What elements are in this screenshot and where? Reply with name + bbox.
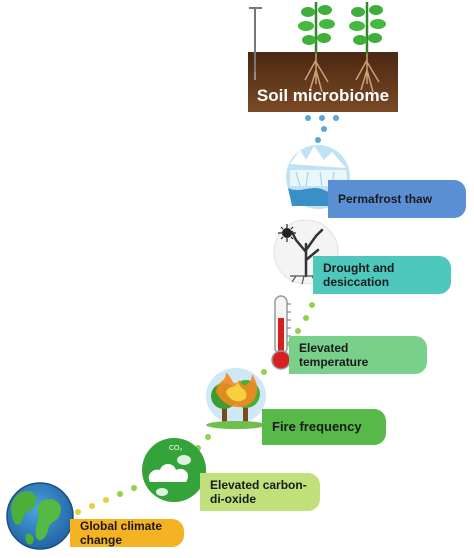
step-label-elevated-temperature: Elevated temperature — [289, 336, 427, 374]
step-label-global-climate-change: Global climate change — [70, 519, 184, 547]
plant-icon — [298, 2, 335, 93]
step-label-fire-frequency: Fire frequency — [262, 409, 386, 445]
connector-dot — [131, 485, 137, 491]
connector-dot — [89, 503, 95, 509]
connector-dot — [117, 491, 123, 497]
plant-icon — [349, 2, 386, 93]
connector-dot — [315, 137, 321, 143]
step-label-drought-and-desiccation: Drought and desiccation — [313, 256, 451, 294]
step-label-elevated-carbon-dioxide: Elevated carbon- di-oxide — [200, 473, 320, 511]
connector-dot — [205, 434, 211, 440]
connector-dot — [309, 302, 315, 308]
connector-dot — [319, 115, 325, 121]
connector-dot — [333, 115, 339, 121]
connector-dot — [75, 509, 81, 515]
step-label-permafrost-thaw: Permafrost thaw — [328, 180, 466, 218]
connector-dot — [261, 369, 267, 375]
connector-dot — [321, 126, 327, 132]
globe-icon — [6, 482, 74, 550]
connector-dot — [305, 115, 311, 121]
connector-dot — [295, 328, 301, 334]
soil-microbiome-block — [248, 2, 398, 112]
connector-dot — [103, 497, 109, 503]
co2-cloud-icon: CO₂ — [142, 438, 206, 502]
svg-text:CO₂: CO₂ — [169, 445, 183, 452]
soil-microbiome-title: Soil microbiome — [256, 86, 390, 105]
connector-dot — [303, 315, 309, 321]
fire-trees-icon — [206, 368, 266, 429]
